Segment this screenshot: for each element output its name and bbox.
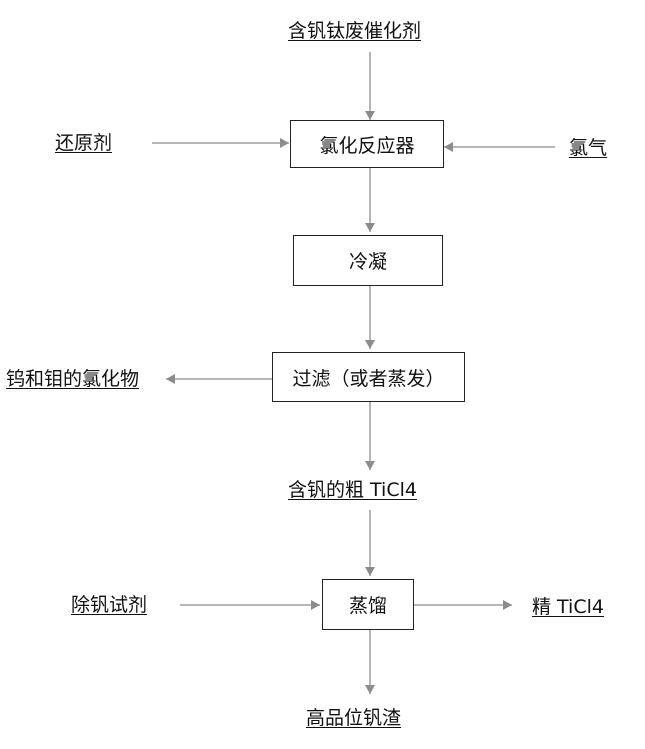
input-vanadium-remover-label: 除钒试剂 [71, 594, 148, 616]
step-filtration: 过滤（或者蒸发） [272, 352, 465, 402]
product-refined-ticl4-label: 精 TiCl4 [532, 596, 604, 618]
input-chlorine-label: 氯气 [569, 137, 608, 159]
step-chlorination-reactor: 氯化反应器 [290, 120, 444, 168]
product-w-mo-chlorides-label: 钨和钼的氯化物 [6, 368, 140, 390]
step-condensation: 冷凝 [293, 235, 443, 286]
product-vanadium-residue-label: 高品位钒渣 [306, 707, 402, 729]
input-reductant-label: 还原剂 [55, 132, 113, 154]
input-catalyst-label: 含钒钛废催化剂 [288, 20, 422, 42]
step-distillation: 蒸馏 [322, 579, 414, 630]
product-crude-ticl4-label: 含钒的粗 TiCl4 [288, 479, 417, 501]
